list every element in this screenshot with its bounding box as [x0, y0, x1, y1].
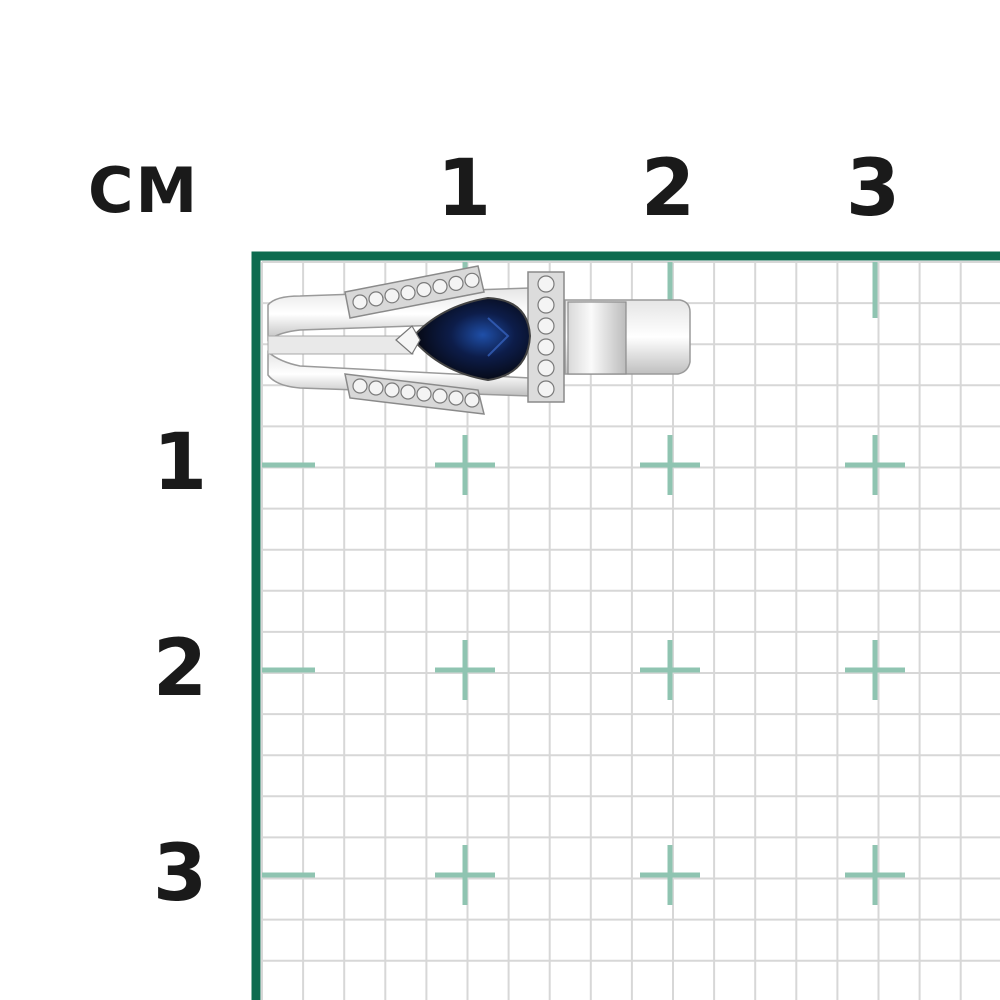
diamond-stone: [537, 275, 555, 293]
diamond-stone: [464, 392, 480, 408]
grid-frame: [251, 251, 1000, 1000]
sapphire-icon: [410, 296, 532, 382]
diamond-stone: [537, 317, 555, 335]
diamond-stone: [432, 388, 448, 404]
diamond-stone: [352, 294, 368, 310]
diamond-stone: [448, 390, 464, 406]
cm-cross-mark: [845, 435, 905, 495]
diamond-stone: [432, 278, 448, 295]
diamond-stone: [464, 272, 480, 288]
diamond-stone: [368, 291, 384, 307]
grid-crosses: [262, 262, 905, 905]
x-label-2: 2: [640, 144, 696, 234]
cm-cross-mark: [435, 640, 495, 700]
diamond-stone: [352, 378, 368, 394]
diamond-stone: [448, 275, 464, 291]
x-label-1: 1: [436, 144, 492, 234]
y-label-2: 2: [152, 624, 208, 714]
x-label-3: 3: [845, 144, 901, 234]
diamond-stone: [416, 282, 432, 298]
diamond-stone: [537, 380, 555, 398]
unit-label: CM: [88, 154, 200, 227]
diamond-stone: [537, 359, 555, 377]
y-label-1: 1: [152, 418, 208, 508]
diamond-stone: [368, 380, 384, 396]
diamond-stone: [384, 382, 400, 398]
cm-cross-mark: [640, 435, 700, 495]
cm-cross-mark: [640, 845, 700, 905]
diamond-stone: [537, 338, 555, 356]
cm-cross-mark: [435, 435, 495, 495]
cm-cross-mark: [845, 640, 905, 700]
diamond-stone: [400, 384, 416, 400]
cm-cross-mark: [640, 640, 700, 700]
ring-icon: [267, 265, 691, 415]
diamond-stone: [537, 296, 555, 314]
diamond-stone: [384, 288, 400, 304]
cm-cross-mark: [435, 845, 495, 905]
diamond-stone: [416, 386, 432, 402]
diamond-stones: [352, 272, 555, 408]
diamond-stone: [400, 285, 416, 301]
cm-cross-mark: [845, 845, 905, 905]
y-label-3: 3: [152, 829, 208, 919]
